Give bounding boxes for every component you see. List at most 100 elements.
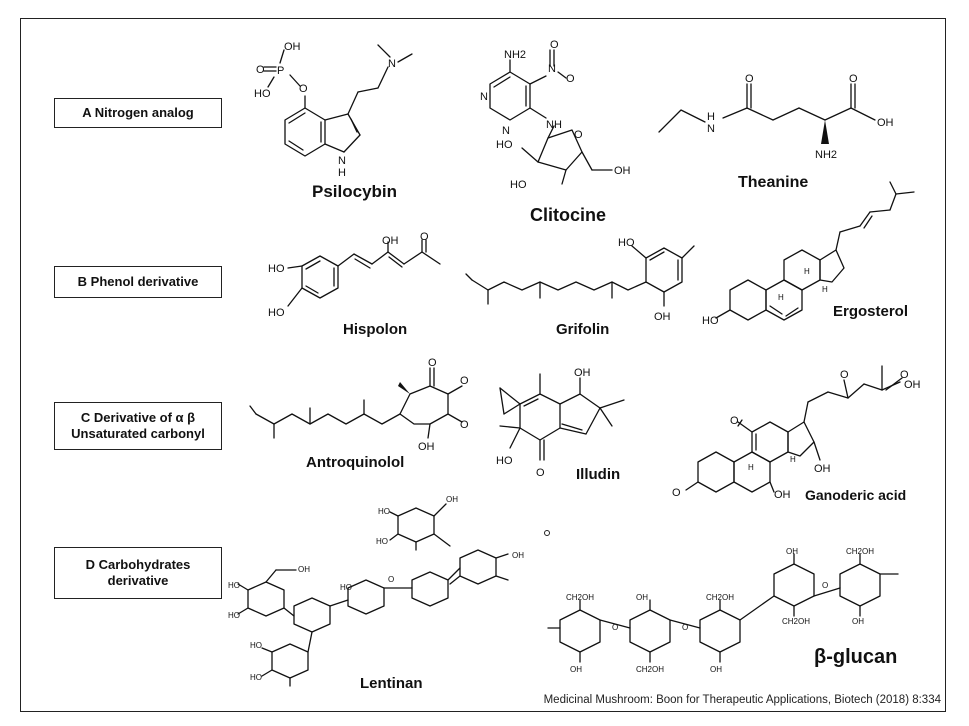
psilocybin-label: Psilocybin <box>312 182 398 201</box>
svg-text:N: N <box>548 63 556 75</box>
svg-text:N: N <box>707 123 715 135</box>
hispolon-structure: HO HO OH O <box>268 231 452 319</box>
ganoderic-acid-structure: O O O OH O OH OH H H <box>672 352 921 501</box>
clitocine-label: Clitocine <box>530 205 607 225</box>
svg-text:H: H <box>338 167 346 179</box>
svg-text:O: O <box>550 39 559 51</box>
svg-text:N: N <box>388 58 396 70</box>
svg-text:H: H <box>748 463 754 472</box>
svg-text:CH2OH: CH2OH <box>782 617 810 626</box>
svg-text:O: O <box>574 129 583 141</box>
svg-text:OH: OH <box>382 235 399 247</box>
beta-glucan-label: β-glucan <box>814 646 898 668</box>
svg-text:O: O <box>536 467 545 479</box>
svg-text:N: N <box>480 91 488 103</box>
svg-text:OH: OH <box>904 379 921 391</box>
svg-text:O: O <box>682 623 688 632</box>
svg-text:OH: OH <box>654 311 671 323</box>
source-caption: Medicinal Mushroom: Boon for Therapeutic… <box>543 694 941 706</box>
svg-text:O: O <box>299 83 308 95</box>
svg-text:HO: HO <box>228 611 240 620</box>
stray-dot <box>544 530 550 536</box>
svg-text:OH: OH <box>298 565 310 574</box>
svg-text:CH2OH: CH2OH <box>566 593 594 602</box>
illudin-label: Illudin <box>576 466 621 483</box>
svg-text:HO: HO <box>228 581 240 590</box>
svg-text:H: H <box>778 293 784 302</box>
clitocine-structure: NH2 N N N O O NH O HO HO OH <box>480 39 631 191</box>
lentinan-structure: HO HO OH OH OH HO HO HO HO HO O <box>228 495 524 698</box>
antroquinolol-structure: O O O OH <box>250 357 469 453</box>
svg-text:OH: OH <box>710 665 722 674</box>
svg-text:HO: HO <box>250 673 262 682</box>
svg-text:OH: OH <box>446 495 458 504</box>
svg-text:O: O <box>900 369 909 381</box>
svg-text:OH: OH <box>574 367 591 379</box>
svg-text:NH2: NH2 <box>815 149 837 161</box>
svg-text:HO: HO <box>268 263 285 275</box>
svg-text:OH: OH <box>774 489 791 501</box>
grifolin-label: Grifolin <box>556 321 610 338</box>
svg-text:HO: HO <box>254 88 271 100</box>
svg-text:O: O <box>822 581 828 590</box>
grifolin-structure: HO OH <box>468 237 698 323</box>
svg-text:H: H <box>822 285 828 294</box>
svg-text:O: O <box>745 73 754 85</box>
svg-text:HO: HO <box>496 455 513 467</box>
svg-text:O: O <box>612 623 618 632</box>
psilocybin-structure: O P O OH HO N N H <box>254 41 420 179</box>
svg-text:CH2OH: CH2OH <box>706 593 734 602</box>
svg-text:N: N <box>502 125 510 137</box>
svg-text:OH: OH <box>614 165 631 177</box>
svg-text:O: O <box>840 369 849 381</box>
svg-text:OH: OH <box>636 593 648 602</box>
hispolon-label: Hispolon <box>343 321 408 338</box>
category-b-box: B Phenol derivative <box>54 266 222 298</box>
svg-text:HO: HO <box>378 507 390 516</box>
svg-text:O: O <box>420 231 429 243</box>
svg-text:HO: HO <box>376 537 388 546</box>
svg-text:O: O <box>672 487 681 499</box>
svg-text:HO: HO <box>496 139 513 151</box>
svg-text:OH: OH <box>418 441 435 453</box>
svg-text:NH: NH <box>546 119 562 131</box>
svg-text:OH: OH <box>786 547 798 556</box>
svg-text:O: O <box>388 575 394 584</box>
ganoderic-acid-label: Ganoderic acid <box>805 487 907 503</box>
svg-text:NH2: NH2 <box>504 49 526 61</box>
svg-text:HO: HO <box>510 179 527 191</box>
svg-text:H: H <box>790 455 796 464</box>
theanine-label: Theanine <box>738 174 809 191</box>
svg-text:OH: OH <box>877 117 894 129</box>
svg-text:HO: HO <box>702 315 719 327</box>
beta-glucan-structure: CH2OH OH CH2OH CH2OH OH OH OH CH2OH CH2O… <box>540 547 920 674</box>
category-a-box: A Nitrogen analog <box>54 98 222 128</box>
svg-text:OH: OH <box>852 617 864 626</box>
svg-text:O: O <box>566 73 575 85</box>
category-d-box: D Carbohydrates derivative <box>54 547 222 599</box>
ergosterol-label: Ergosterol <box>833 303 909 320</box>
ergosterol-structure: HO H H H <box>702 188 930 327</box>
svg-text:O: O <box>460 419 469 431</box>
svg-text:O: O <box>849 73 858 85</box>
theanine-structure: H N O O OH NH2 <box>655 73 894 161</box>
svg-text:CH2OH: CH2OH <box>846 547 874 556</box>
svg-text:OH: OH <box>284 41 301 53</box>
svg-text:HO: HO <box>250 641 262 650</box>
svg-text:HO: HO <box>618 237 635 249</box>
lentinan-label: Lentinan <box>360 675 423 692</box>
svg-text:O: O <box>256 64 265 76</box>
illudin-structure: OH HO O <box>496 367 660 479</box>
svg-text:OH: OH <box>814 463 831 475</box>
svg-text:HO: HO <box>340 583 352 592</box>
antroquinolol-label: Antroquinolol <box>306 454 405 471</box>
svg-text:H: H <box>804 267 810 276</box>
figure-frame <box>20 18 946 712</box>
svg-text:O: O <box>730 415 739 427</box>
svg-text:HO: HO <box>268 307 285 319</box>
category-c-box: C Derivative of α β Unsaturated carbonyl <box>54 402 222 450</box>
svg-text:O: O <box>460 375 469 387</box>
svg-text:N: N <box>338 155 346 167</box>
svg-text:OH: OH <box>570 665 582 674</box>
svg-text:P: P <box>277 65 284 77</box>
